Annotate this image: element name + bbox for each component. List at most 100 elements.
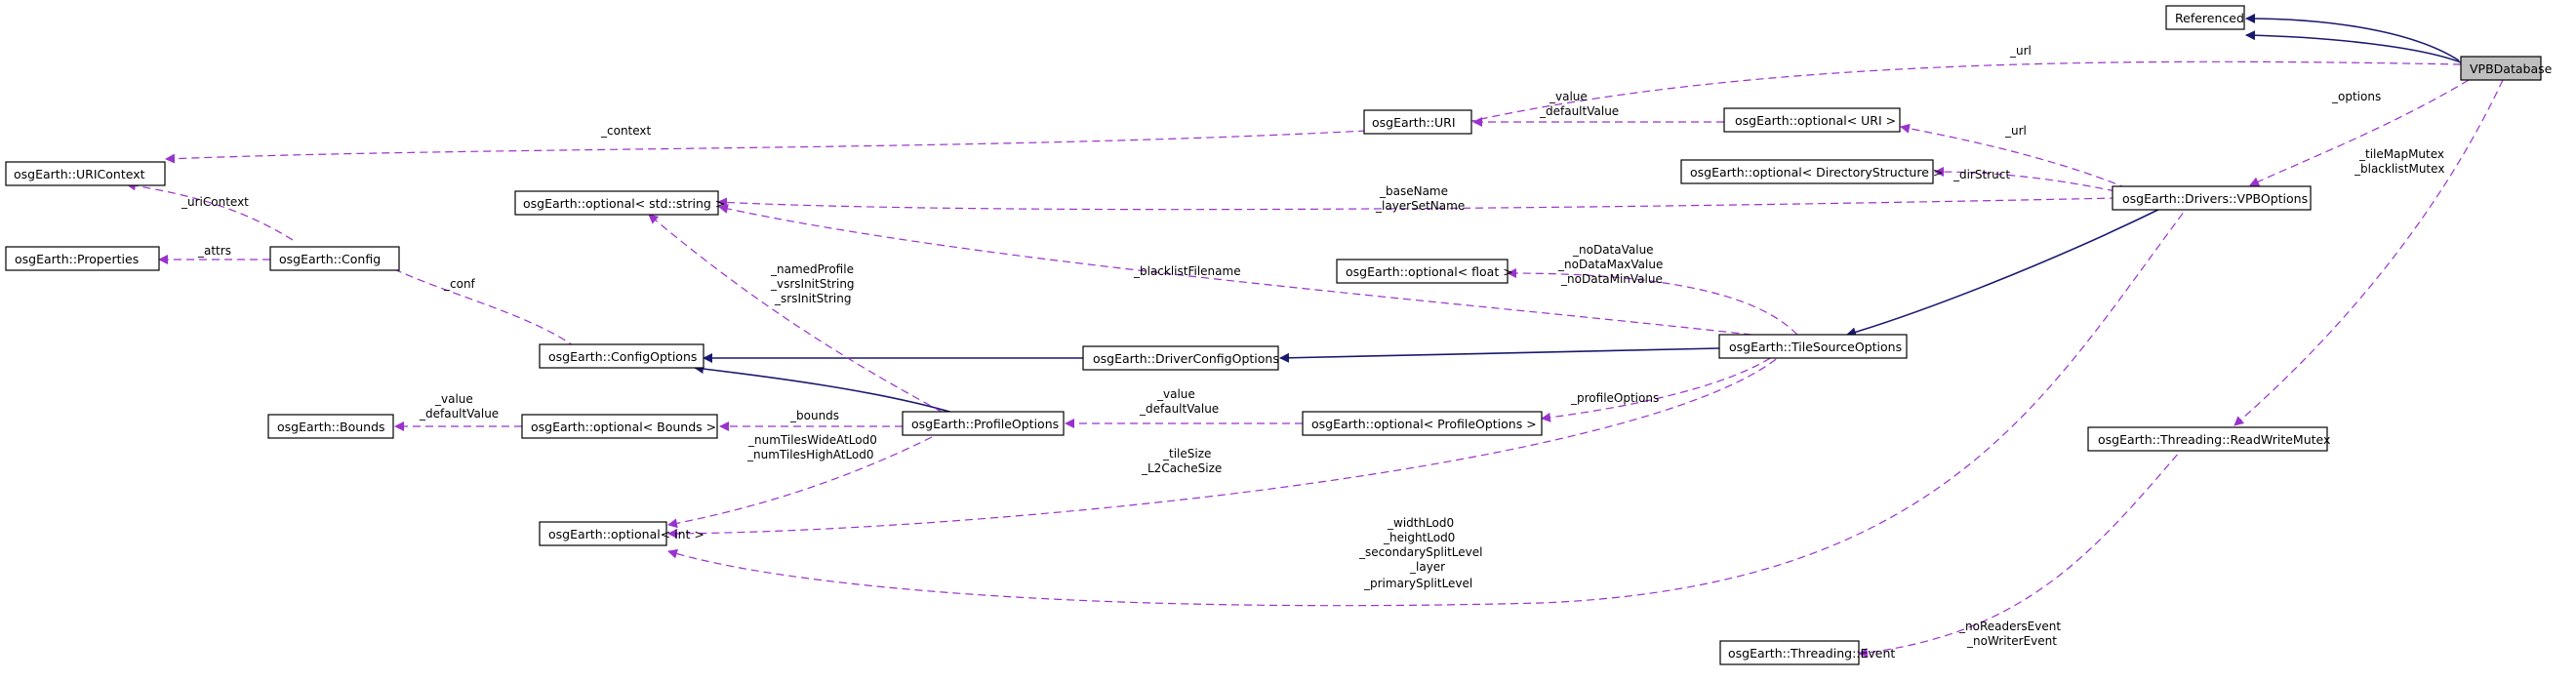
label-noreaders: _noReadersEvent [1958, 620, 2061, 633]
node-properties[interactable]: osgEarth::Properties [5, 246, 160, 271]
node-optional-profileoptions[interactable]: osgEarth::optional< ProfileOptions > [1302, 411, 1543, 436]
label-uricontext: _uriContext [181, 195, 249, 209]
label-nodata-1: _noDataValue [1572, 243, 1654, 257]
label-numtileswide: _numTilesWideAtLod0 [747, 433, 877, 447]
node-bounds[interactable]: osgEarth::Bounds [267, 414, 394, 439]
edge-vpbdatabase-referenced [2245, 14, 2460, 61]
node-vpboptions-label: osgEarth::Drivers::VPBOptions [2122, 191, 2308, 206]
node-configoptions[interactable]: osgEarth::ConfigOptions [539, 343, 704, 369]
edge-vpboptions-tilesourceoptions [1846, 205, 2167, 338]
node-referenced-label: Referenced [2175, 11, 2244, 25]
node-properties-label: osgEarth::Properties [15, 252, 139, 266]
usage-edges [126, 60, 2504, 658]
edge-tilesourceoptions-driverconfigoptions [1279, 347, 1720, 363]
edge-widthlod [667, 202, 2192, 607]
edge-nodata [1507, 268, 1798, 336]
label-l2cachesize: _L2CacheSize [1141, 461, 1222, 475]
node-optional-float-label: osgEarth::optional< float > [1346, 264, 1513, 279]
label-basename: _baseName [1379, 184, 1448, 198]
label-default-bounds: _defaultValue [419, 407, 499, 421]
label-primarysplit: _primarySplitLevel [1363, 577, 1472, 590]
node-optional-float[interactable]: osgEarth::optional< float > [1336, 259, 1513, 284]
node-uricontext-label: osgEarth::URIContext [14, 167, 145, 181]
node-tilesourceoptions-label: osgEarth::TileSourceOptions [1729, 340, 1902, 354]
edge-url-mid [1900, 123, 2128, 189]
edge-namedprofile [648, 214, 943, 413]
node-optional-int[interactable]: osgEarth::optional< int > [539, 521, 704, 546]
node-optional-uri-label: osgEarth::optional< URI > [1735, 113, 1896, 128]
label-tilemapmutex: _tileMapMutex [2358, 147, 2444, 161]
edge-labels: _url _options _value _defaultValue _url … [181, 44, 2444, 648]
inheritance-edges [694, 14, 2462, 415]
node-referenced[interactable]: Referenced [2165, 5, 2245, 30]
edge-mutex [2234, 79, 2504, 426]
edge-profileoptions [1541, 350, 1782, 422]
node-optional-dirstruct[interactable]: osgEarth::optional< DirectoryStructure > [1680, 159, 1943, 184]
node-optional-dirstruct-label: osgEarth::optional< DirectoryStructure > [1690, 165, 1943, 180]
label-value-bounds: _value [434, 392, 473, 406]
edge-conf [375, 260, 577, 348]
label-value-profile: _value [1156, 387, 1195, 401]
edge-options [2249, 79, 2470, 186]
node-vpbdatabase[interactable]: VPBDatabase [2460, 56, 2553, 81]
label-srs: _srsInitString [774, 292, 851, 305]
node-tilesourceoptions[interactable]: osgEarth::TileSourceOptions [1718, 334, 1908, 359]
edge-uricontext [126, 180, 294, 241]
node-rwmutex-label: osgEarth::Threading::ReadWriteMutex [2098, 432, 2330, 447]
node-rwmutex[interactable]: osgEarth::Threading::ReadWriteMutex [2087, 426, 2330, 452]
label-default-uri: _defaultValue [1539, 104, 1619, 118]
edge-url-top [1458, 60, 2462, 127]
nodes: Referenced VPBDatabase osgEarth::URI osg… [5, 5, 2553, 665]
label-vsrs: _vsrsInitString [770, 277, 855, 291]
node-config[interactable]: osgEarth::Config [269, 246, 400, 271]
label-namedprofile: _namedProfile [770, 262, 854, 276]
node-optional-string-label: osgEarth::optional< std::string > [523, 196, 725, 211]
label-context: _context [600, 124, 652, 138]
node-driverconfigoptions[interactable]: osgEarth::DriverConfigOptions [1082, 345, 1279, 371]
label-blacklist: _blacklistFilename [1133, 264, 1241, 278]
label-widthlod: _widthLod0 [1387, 516, 1454, 530]
label-value-uri: _value [1549, 90, 1588, 103]
edge-vpbdatabase-referenced-2 [2245, 30, 2462, 63]
label-nowriter: _noWriterEvent [1966, 634, 2057, 648]
label-url-top: _url [2009, 44, 2032, 58]
node-optional-bounds-label: osgEarth::optional< Bounds > [531, 420, 716, 434]
label-bounds: _bounds [789, 409, 839, 422]
edge-profileoptions-configoptions [694, 364, 957, 415]
label-options: _options [2331, 90, 2381, 103]
label-conf: _conf [443, 277, 476, 291]
label-attrs: _attrs [197, 244, 231, 258]
node-uri[interactable]: osgEarth::URI [1363, 109, 1472, 135]
label-numtileshigh: _numTilesHighAtLod0 [746, 448, 874, 461]
node-bounds-label: osgEarth::Bounds [277, 420, 385, 434]
node-optional-profileoptions-label: osgEarth::optional< ProfileOptions > [1311, 417, 1537, 431]
node-optional-int-label: osgEarth::optional< int > [548, 527, 704, 541]
node-config-label: osgEarth::Config [279, 252, 381, 266]
label-blacklistmutex: _blacklistMutex [2354, 162, 2444, 176]
edge-dirstruct [1934, 167, 2116, 192]
label-heightlod: _heightLod0 [1383, 531, 1455, 544]
label-secondarysplit: _secondarySplitLevel [1358, 545, 1482, 559]
edge-basename [717, 197, 2118, 211]
label-default-profile: _defaultValue [1139, 402, 1219, 416]
edge-numtiles [667, 436, 933, 529]
node-configoptions-label: osgEarth::ConfigOptions [548, 349, 697, 364]
node-optional-uri[interactable]: osgEarth::optional< URI > [1723, 107, 1901, 133]
node-event[interactable]: osgEarth::Threading::Event [1719, 640, 1895, 665]
edge-noreaders [1858, 444, 2187, 658]
label-layer: _layer [1409, 560, 1445, 574]
node-optional-string[interactable]: osgEarth::optional< std::string > [514, 190, 725, 216]
node-profileoptions[interactable]: osgEarth::ProfileOptions [902, 411, 1065, 436]
node-optional-bounds[interactable]: osgEarth::optional< Bounds > [521, 414, 718, 439]
node-uri-label: osgEarth::URI [1372, 115, 1456, 130]
label-profileoptions: _profileOptions [1570, 391, 1659, 405]
node-profileoptions-label: osgEarth::ProfileOptions [911, 417, 1059, 431]
label-tilesize: _tileSize [1162, 447, 1211, 461]
node-event-label: osgEarth::Threading::Event [1728, 646, 1895, 661]
label-nodata-2: _noDataMaxValue [1557, 258, 1663, 271]
edge-context [165, 130, 1367, 164]
node-uricontext[interactable]: osgEarth::URIContext [5, 161, 166, 186]
node-vpboptions[interactable]: osgEarth::Drivers::VPBOptions [2112, 185, 2312, 211]
label-nodata-3: _noDataMinValue [1560, 272, 1663, 286]
